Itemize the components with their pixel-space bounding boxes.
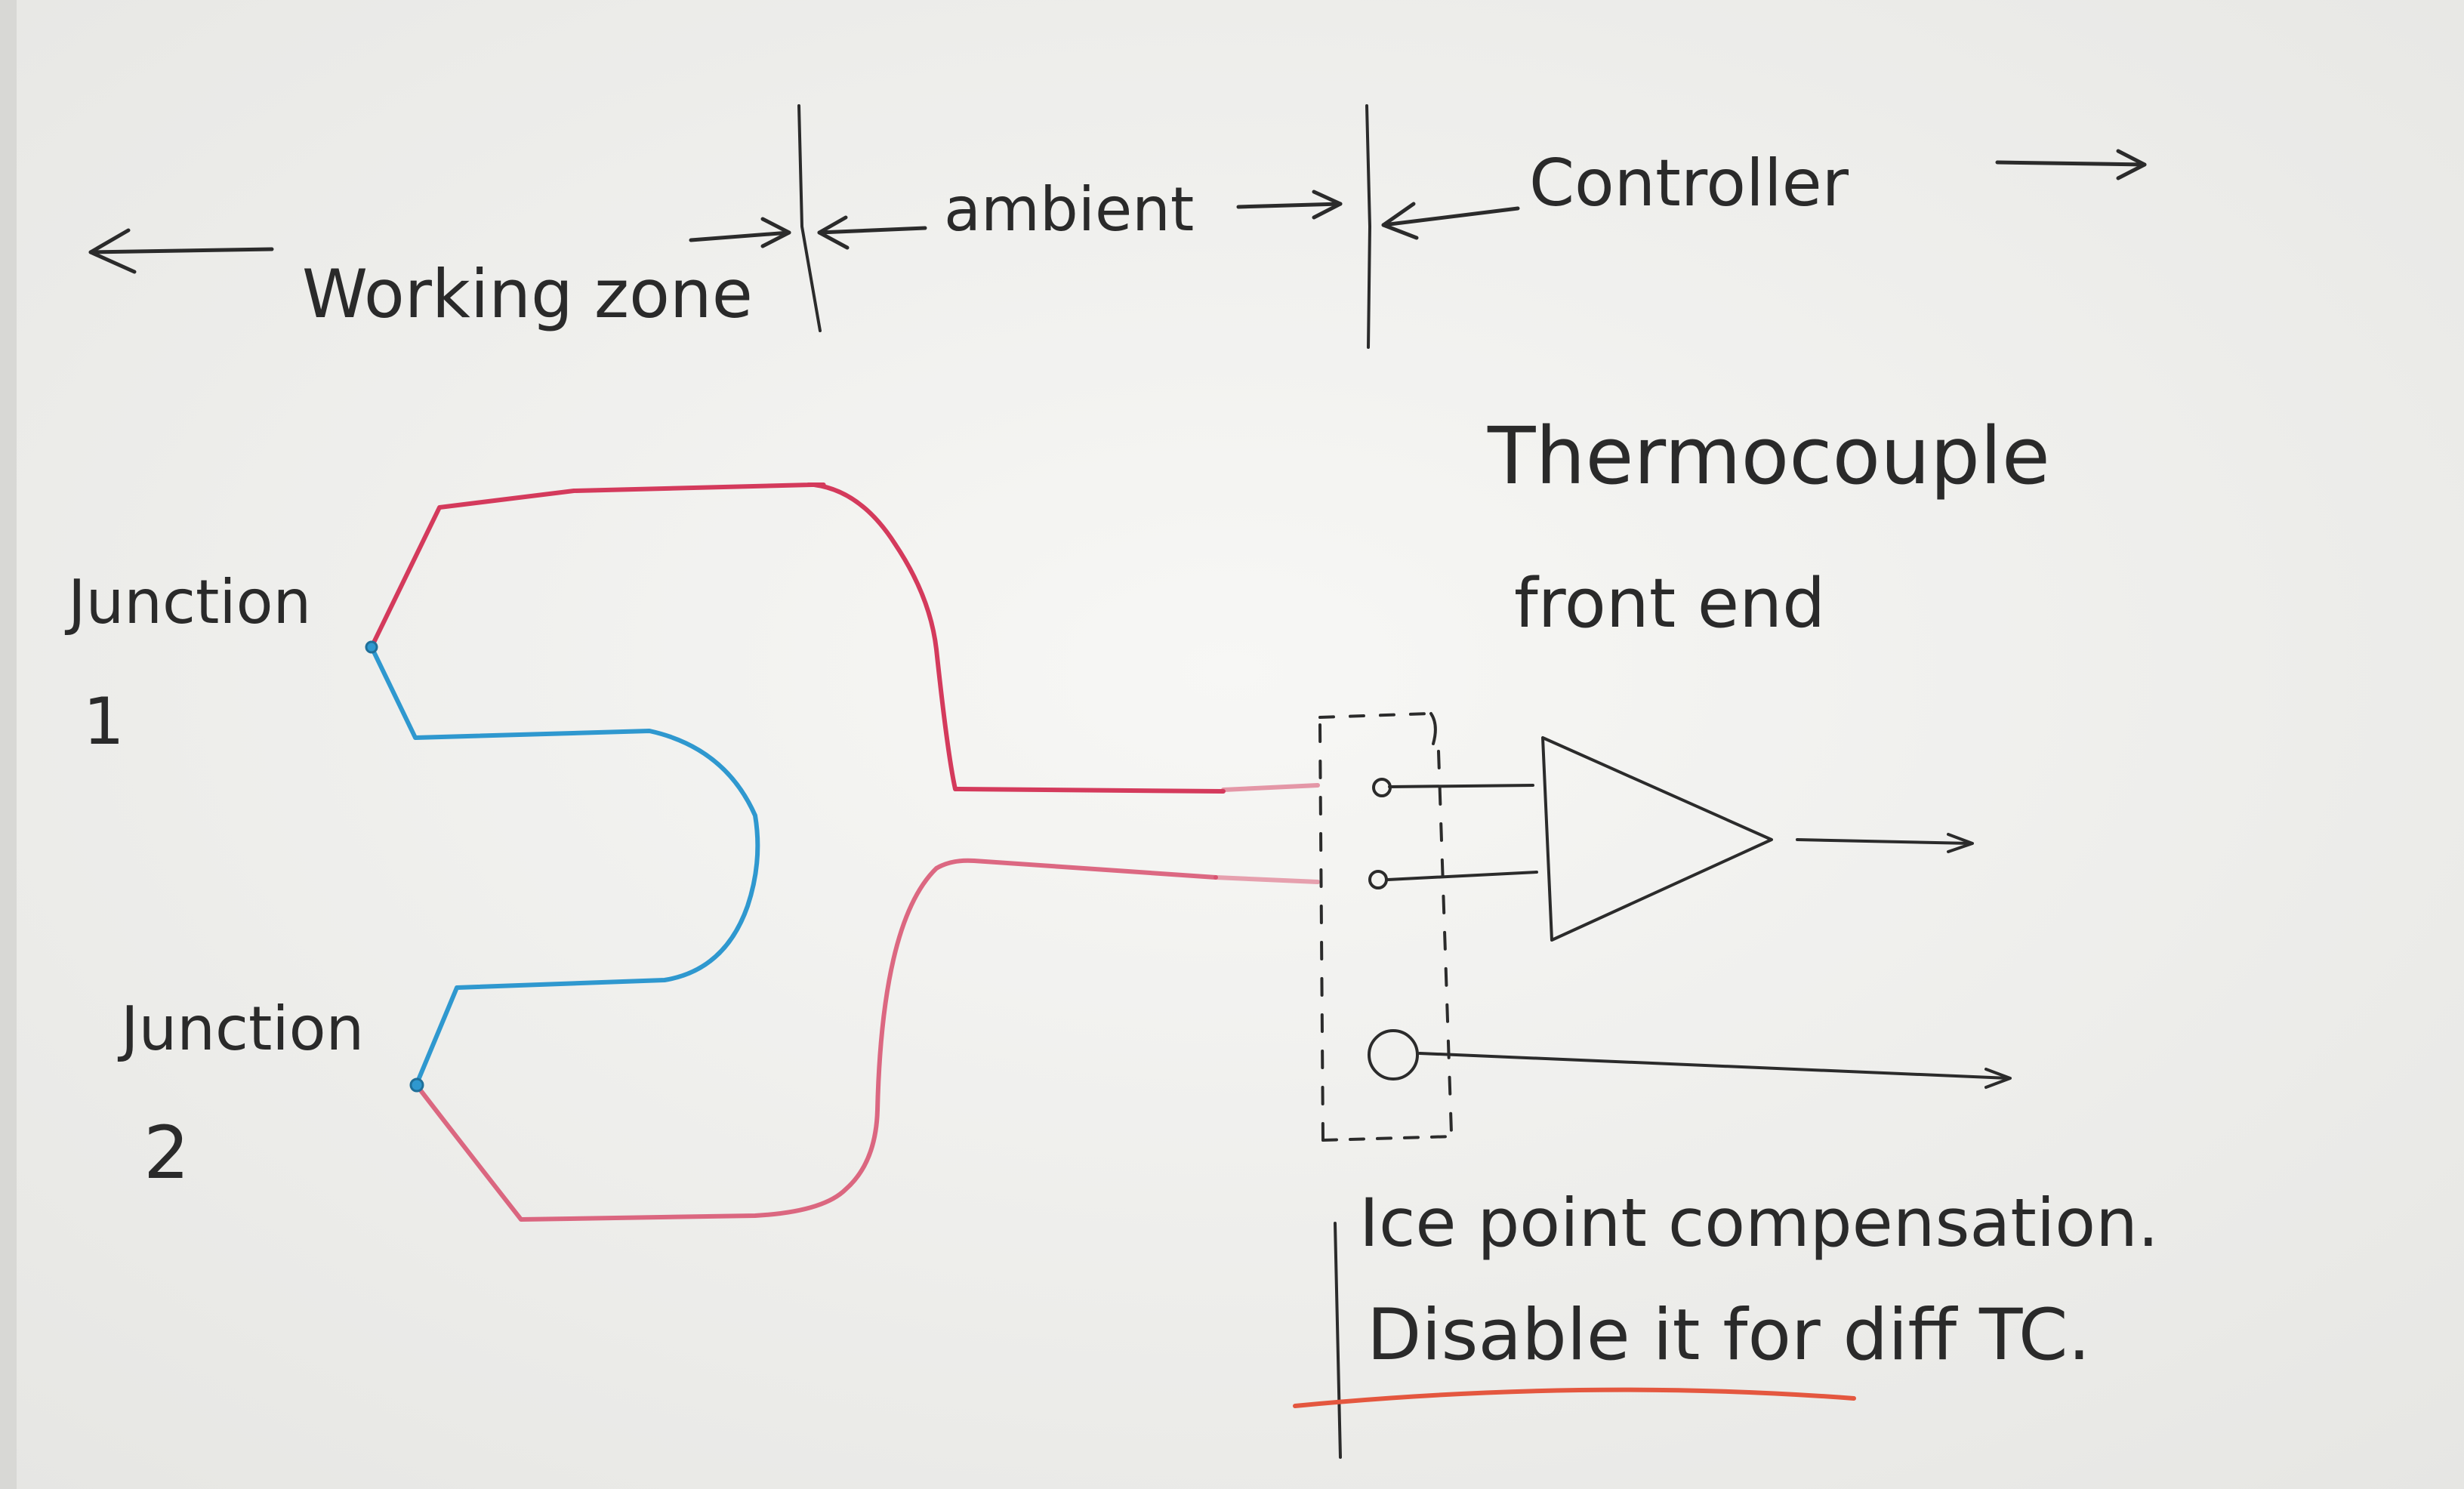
compensation-note-line-2: Disable it for diff TC. [1367, 1294, 2090, 1376]
zone-divider-1 [797, 104, 822, 332]
red-wire-top-faint [1221, 783, 1320, 792]
amp-triangle [1541, 736, 1773, 942]
junction-2-dot [409, 1077, 424, 1093]
compensation-note: Ice point compensation. Disable it for d… [1293, 1184, 2159, 1459]
junction-1-line-1: Junction [64, 567, 311, 637]
junction-1-dot [365, 640, 378, 654]
ambient-label: ambient [944, 174, 1194, 245]
box-top-hook [1429, 712, 1437, 745]
red-wire-bottom-faint [1213, 875, 1320, 884]
red-wire-top-right [812, 482, 1226, 794]
junction-1-line-2: 1 [83, 684, 125, 760]
thermocouple-wires [365, 482, 1320, 1222]
box-right-dashed [1437, 750, 1453, 1134]
junction-2-line-1: Junction [117, 994, 364, 1064]
working-zone-label: Working zone [302, 255, 753, 333]
controller-label: Controller [1529, 146, 1849, 221]
blue-wire [369, 645, 760, 1086]
amplifier [1386, 736, 2012, 1089]
junction-1-full: Junction 1 [64, 567, 369, 637]
working-right-arrow [689, 217, 791, 248]
junction-2-line-2: 2 [143, 1111, 190, 1195]
zone-header: Working zone ambient Controller [88, 104, 2147, 349]
amp-output-arrow [1796, 833, 1974, 853]
junction-2-label: Junction 2 [117, 994, 364, 1195]
box-bottom-dashed [1321, 1135, 1455, 1142]
junction-2-full: Junction 2 [117, 994, 422, 1064]
controller-right-arrow [1995, 149, 2147, 180]
amp-input-upper [1388, 784, 1534, 788]
amp-input-lower [1386, 871, 1538, 881]
controller-left-arrow [1381, 202, 1520, 240]
working-left-arrow [88, 228, 274, 274]
board-edge [0, 0, 17, 1489]
front-end-label-line-1: Thermocouple [1487, 410, 2050, 502]
front-end-label-line-2: front end [1514, 564, 1825, 643]
note-underline [1293, 1387, 1856, 1408]
zone-divider-2 [1365, 104, 1371, 349]
sensor-output-arrow [1418, 1052, 2012, 1089]
compensation-note-line-1: Ice point compensation. [1359, 1184, 2159, 1262]
front-end-label: Thermocouple front end [1487, 410, 2050, 643]
ice-point-sensor [1368, 1029, 1419, 1081]
red-wire-bottom-loop [413, 858, 1218, 1222]
ambient-left-arrow [817, 215, 927, 250]
junction-1-label: Junction 1 [64, 567, 311, 760]
box-top-dashed [1318, 712, 1432, 719]
ice-point-box [1318, 712, 1455, 1142]
ambient-right-arrow [1236, 190, 1343, 220]
note-margin-line [1334, 1222, 1342, 1459]
